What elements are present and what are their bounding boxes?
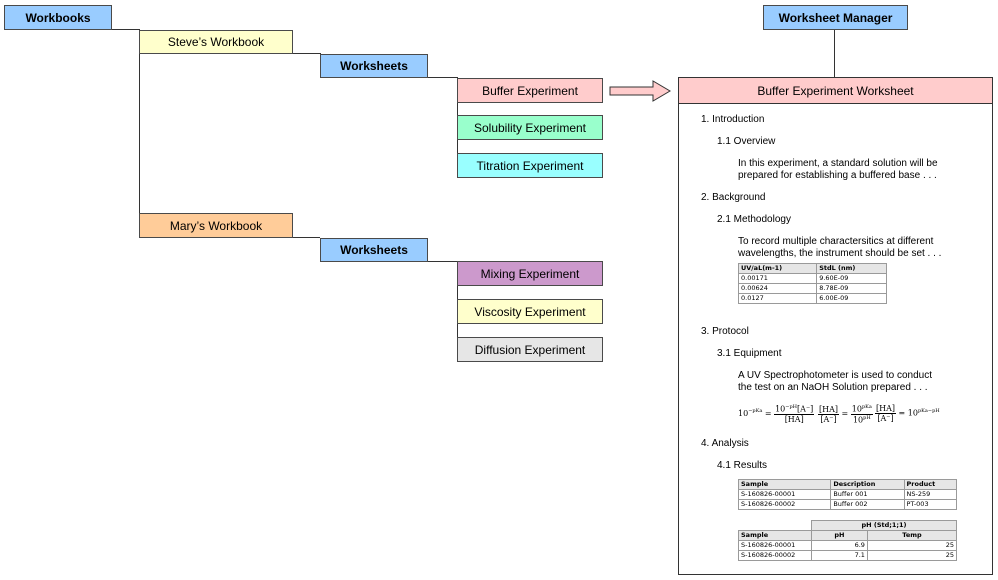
worksheets-node-steve[interactable]: Worksheets bbox=[320, 54, 428, 78]
table-row: 0.00171 9.60E-09 bbox=[737, 273, 887, 284]
document-title: Buffer Experiment Worksheet bbox=[679, 78, 992, 104]
subsection-heading: 3.1 Equipment bbox=[717, 348, 782, 359]
table-cell: 6.9 bbox=[811, 540, 868, 551]
table-row: S-160826-00002 Buffer 002 PT-003 bbox=[737, 499, 958, 510]
table-cell: 0.00171 bbox=[737, 273, 818, 284]
section-heading: 3. Protocol bbox=[701, 326, 749, 337]
eq-term: pKa bbox=[861, 404, 872, 410]
subsection-heading: 1.1 Overview bbox=[717, 136, 776, 147]
table-cell: Buffer 001 bbox=[830, 489, 905, 500]
table-group-header: pH (Std;1;1) bbox=[811, 520, 957, 531]
table-row: S-160826-00002 7.1 25 bbox=[738, 550, 958, 561]
worksheet-diffusion[interactable]: Diffusion Experiment bbox=[457, 337, 603, 362]
table-cell: S-160826-00001 bbox=[738, 540, 812, 551]
connector bbox=[139, 29, 140, 238]
table-row: 0.0127 6.00E-09 bbox=[737, 293, 887, 304]
results-table: Sample Description Product S-160826-0000… bbox=[737, 479, 958, 510]
table-cell: 25 bbox=[866, 540, 958, 551]
eq-term: −pKa bbox=[748, 408, 763, 415]
eq-term: pKa−pH bbox=[917, 407, 940, 414]
section-heading: 2. Background bbox=[701, 192, 766, 203]
table-header bbox=[738, 520, 812, 531]
section-heading: 1. Introduction bbox=[701, 114, 765, 125]
table-row: 0.00624 8.78E-09 bbox=[737, 283, 887, 294]
table-header: Description bbox=[830, 479, 905, 490]
table-cell: 6.00E-09 bbox=[816, 293, 887, 304]
table-cell: 9.60E-09 bbox=[816, 273, 887, 284]
table-cell: NS-259 bbox=[903, 489, 958, 500]
eq-term: [HA] bbox=[784, 414, 804, 424]
eq-term: 10 bbox=[738, 408, 749, 418]
table-header: Product bbox=[903, 479, 958, 490]
worksheet-document: Buffer Experiment Worksheet 1. Introduct… bbox=[678, 77, 993, 575]
eq-term: [A⁻] bbox=[877, 414, 894, 423]
paragraph-line: To record multiple charactersitics at di… bbox=[738, 236, 934, 247]
worksheet-viscosity[interactable]: Viscosity Experiment bbox=[457, 299, 603, 324]
table-cell: S-160826-00001 bbox=[737, 489, 832, 500]
eq-term: 10 bbox=[851, 404, 862, 414]
table-row: S-160826-00001 Buffer 001 NS-259 bbox=[737, 489, 958, 500]
uv-table: UV/aL(m-1) StdL (nm) 0.00171 9.60E-09 0.… bbox=[737, 263, 887, 304]
equation-1: 10−pKa = 10−pH[A⁻] [HA] bbox=[738, 404, 815, 424]
worksheet-mixing[interactable]: Mixing Experiment bbox=[457, 261, 603, 286]
eq-term: [HA] bbox=[818, 404, 839, 415]
eq-term: pH bbox=[863, 414, 871, 421]
subsection-heading: 4.1 Results bbox=[717, 460, 768, 471]
paragraph-line: the test on an NaOH Solution prepared . … bbox=[738, 382, 928, 393]
eq-term: [HA] bbox=[875, 404, 896, 414]
worksheet-solubility[interactable]: Solubility Experiment bbox=[457, 115, 603, 140]
table-header: UV/aL(m-1) bbox=[737, 263, 818, 274]
table-row: S-160826-00001 6.9 25 bbox=[738, 540, 958, 551]
equation-3: [HA] [A⁻] = 10pKa−pH bbox=[875, 404, 940, 423]
subsection-heading: 2.1 Methodology bbox=[717, 214, 791, 225]
paragraph-line: wavelengths, the instrument should be se… bbox=[738, 248, 942, 259]
paragraph-line: prepared for establishing a buffered bas… bbox=[738, 170, 937, 181]
eq-term: 10 bbox=[775, 404, 786, 414]
eq-term: [A⁻] bbox=[820, 414, 837, 424]
workbook-steve[interactable]: Steve’s Workbook bbox=[139, 30, 293, 54]
table-cell: 0.00624 bbox=[737, 283, 818, 294]
eq-term: [A⁻] bbox=[797, 404, 814, 414]
worksheet-buffer[interactable]: Buffer Experiment bbox=[457, 78, 603, 103]
worksheet-titration[interactable]: Titration Experiment bbox=[457, 153, 603, 178]
table-header: StdL (nm) bbox=[816, 263, 887, 274]
table-header: Sample bbox=[737, 479, 832, 490]
eq-term: 10 bbox=[852, 415, 864, 425]
table-cell: 25 bbox=[866, 550, 958, 561]
paragraph-line: A UV Spectrophotometer is used to conduc… bbox=[738, 370, 932, 381]
table-header: pH bbox=[811, 530, 868, 541]
table-cell: S-160826-00002 bbox=[737, 499, 832, 510]
table-header: Sample bbox=[738, 530, 812, 541]
table-cell: S-160826-00002 bbox=[738, 550, 812, 561]
table-cell: 0.0127 bbox=[737, 293, 818, 304]
connector bbox=[834, 30, 835, 77]
eq-term: −pH bbox=[785, 404, 798, 410]
equation-2: [HA] [A⁻] = 10pKa 10pH bbox=[818, 404, 873, 425]
eq-term: 10 bbox=[907, 408, 918, 418]
worksheets-node-mary[interactable]: Worksheets bbox=[320, 238, 428, 262]
workbooks-node[interactable]: Workbooks bbox=[4, 5, 112, 30]
table-cell: Buffer 002 bbox=[830, 499, 905, 510]
workbook-mary[interactable]: Mary’s Workbook bbox=[139, 213, 293, 238]
arrow-right-icon bbox=[609, 80, 671, 102]
table-cell: 8.78E-09 bbox=[816, 283, 887, 294]
worksheet-manager[interactable]: Worksheet Manager bbox=[763, 5, 908, 30]
table-cell: PT-003 bbox=[903, 499, 958, 510]
paragraph-line: In this experiment, a standard solution … bbox=[738, 158, 938, 169]
table-cell: 7.1 bbox=[811, 550, 868, 561]
ph-table: pH (Std;1;1) Sample pH Temp S-160826-000… bbox=[738, 520, 958, 561]
table-header: Temp bbox=[866, 530, 958, 541]
section-heading: 4. Analysis bbox=[701, 438, 749, 449]
